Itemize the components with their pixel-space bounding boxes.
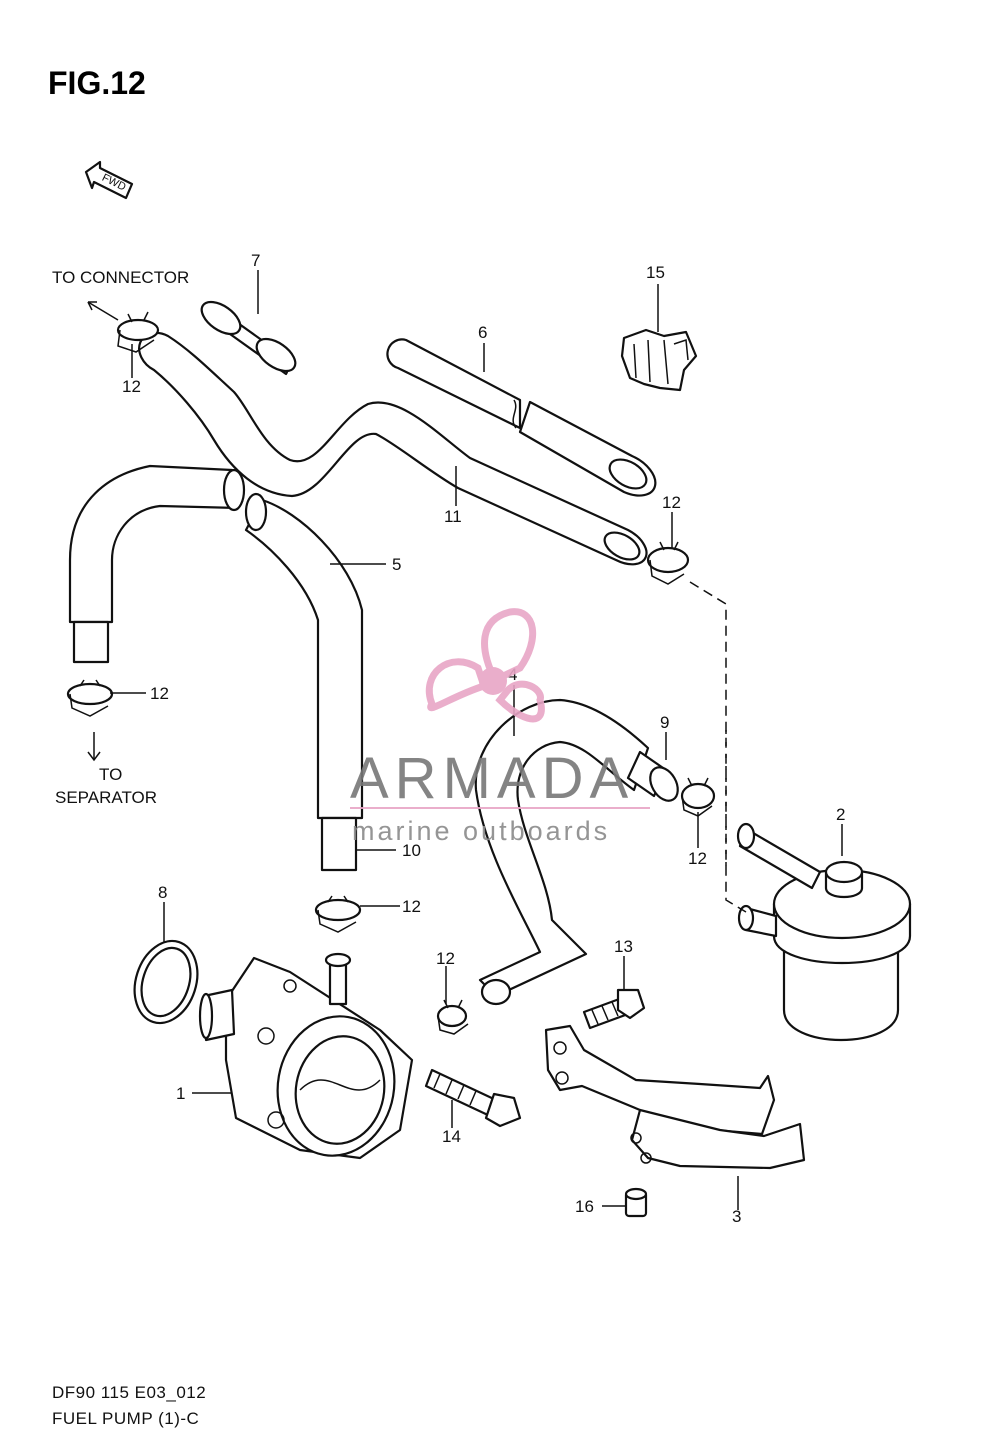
to-label: TO	[99, 765, 122, 784]
part-number-12-e: 12	[402, 897, 421, 916]
part-12-clamp-c	[66, 679, 114, 717]
part-14-bolt	[424, 1068, 522, 1128]
watermark-brand: ARMADA	[350, 746, 634, 811]
figure-title: FIG.12	[48, 65, 146, 101]
part-10-hose	[244, 492, 364, 872]
propeller-logo-icon	[425, 608, 545, 723]
part-number-3: 3	[732, 1207, 741, 1226]
part-number-6: 6	[478, 323, 487, 342]
part-15-clip	[620, 328, 698, 392]
part-12-clamp-a	[116, 311, 160, 353]
part-5-hose	[68, 464, 246, 664]
watermark-tagline: marine outboards	[352, 816, 610, 846]
part-number-10: 10	[402, 841, 421, 860]
part-6-hose	[386, 338, 657, 497]
part-12-clamp-f	[436, 999, 469, 1035]
part-2-fuel-filter	[736, 822, 912, 1042]
part-number-14: 14	[442, 1127, 461, 1146]
part-12-clamp-d	[680, 777, 716, 817]
part-11-hose	[138, 331, 648, 566]
part-number-12-d: 12	[688, 849, 707, 868]
armada-watermark: ARMADA marine outboards	[350, 608, 650, 846]
part-number-16: 16	[575, 1197, 594, 1216]
part-number-2: 2	[836, 805, 845, 824]
part-number-1: 1	[176, 1084, 185, 1103]
part-number-7: 7	[251, 251, 260, 270]
part-7-hose	[200, 300, 297, 376]
part-1-fuel-pump	[198, 952, 414, 1160]
part-12-clamp-b	[646, 541, 690, 585]
part-number-12-c: 12	[150, 684, 169, 703]
part-9-hose	[626, 750, 679, 802]
to-separator-arrow-icon	[87, 732, 101, 762]
part-8-o-ring	[133, 939, 199, 1025]
forward-arrow-icon: FWD	[84, 160, 134, 200]
part-number-13: 13	[614, 937, 633, 956]
part-number-5: 5	[392, 555, 401, 574]
separator-label: SEPARATOR	[55, 788, 157, 807]
to-connector-arrow-icon	[87, 301, 119, 321]
part-number-9: 9	[660, 713, 669, 732]
part-number-8: 8	[158, 883, 167, 902]
part-12-clamp-e	[314, 895, 362, 933]
part-number-12-a: 12	[122, 377, 141, 396]
part-16-sleeve	[624, 1187, 648, 1218]
part-number-12-f: 12	[436, 949, 455, 968]
part-number-11: 11	[444, 507, 462, 526]
part-4-hose	[474, 698, 650, 1006]
part-13-bolt	[582, 988, 646, 1030]
to-connector-label: TO CONNECTOR	[52, 268, 189, 287]
diagram-name: FUEL PUMP (1)-C	[52, 1409, 199, 1428]
part-number-15: 15	[646, 263, 665, 282]
part-3-bracket	[544, 1024, 806, 1170]
connection-line-filter	[689, 581, 747, 913]
part-number-12-b: 12	[662, 493, 681, 512]
diagram-code: DF90 115 E03_012	[52, 1383, 206, 1402]
